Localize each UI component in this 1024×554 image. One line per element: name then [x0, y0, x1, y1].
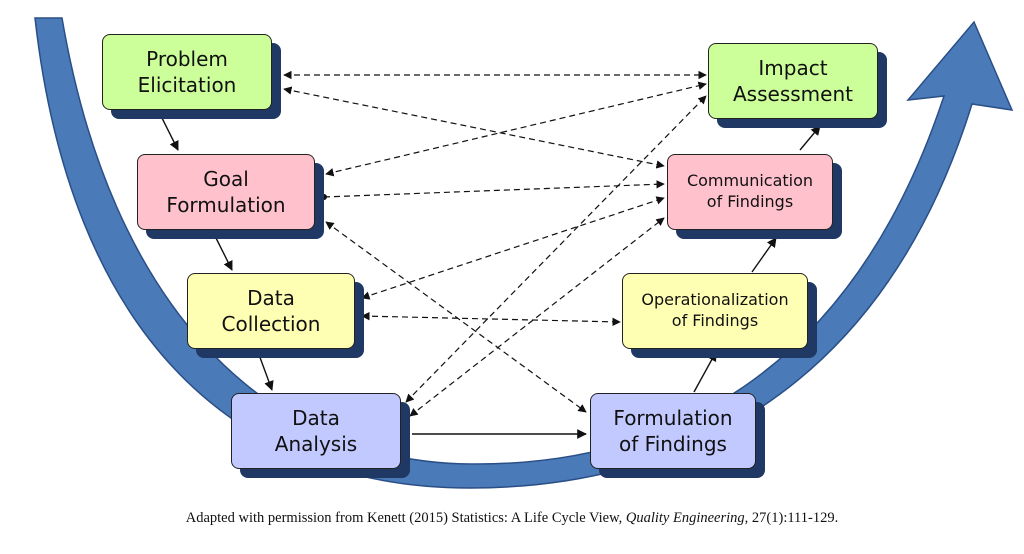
feedback-dashed-arrows [283, 70, 707, 417]
goal-formulation-box: Goal Formulation [137, 154, 315, 230]
goal-formulation-connector-dot [321, 194, 327, 200]
caption-citation: , 27(1):111-129. [744, 510, 839, 526]
data-analysis-box: Data Analysis [231, 393, 401, 469]
operationalization-of-findings-box: Operationalization of Findings [622, 273, 808, 349]
impact-assessment-box: Impact Assessment [708, 43, 878, 119]
formulation-of-findings-box: Formulation of Findings [590, 393, 756, 469]
communication-of-findings-box: Communication of Findings [667, 154, 833, 230]
figure-caption: Adapted with permission from Kenett (201… [0, 510, 1024, 527]
data-collection-box: Data Collection [187, 273, 355, 349]
caption-text: Adapted with permission from Kenett (201… [185, 510, 626, 526]
caption-journal: Quality Engineering [625, 510, 745, 526]
problem-elicitation-box: Problem Elicitation [102, 34, 272, 110]
